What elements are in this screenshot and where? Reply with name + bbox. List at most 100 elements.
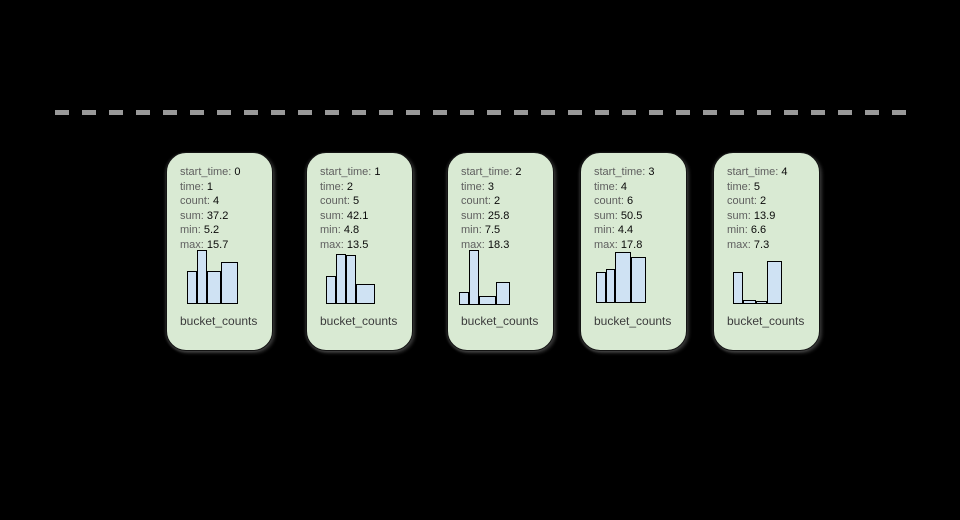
stat-value: 25.8 bbox=[487, 209, 510, 222]
stat-row: time: 1 bbox=[180, 180, 266, 195]
stat-value: 3 bbox=[648, 166, 655, 178]
histogram-bar bbox=[743, 300, 756, 304]
card-footer: bucket_counts bbox=[594, 314, 672, 328]
stat-label: start_time: bbox=[320, 166, 375, 178]
histogram-bar bbox=[606, 269, 615, 303]
stat-value: 18.3 bbox=[487, 238, 510, 251]
stat-label: min: bbox=[461, 224, 485, 236]
histogram-bar bbox=[221, 262, 238, 304]
card-footer: bucket_counts bbox=[461, 314, 539, 328]
stat-value: 15.7 bbox=[206, 238, 229, 251]
histogram-bar bbox=[767, 261, 782, 304]
stat-row: start_time: 0 bbox=[180, 165, 266, 180]
stat-value: 6.6 bbox=[750, 224, 767, 236]
stat-label: min: bbox=[727, 224, 751, 236]
histogram-bar bbox=[615, 252, 631, 303]
stat-row: count: 4 bbox=[180, 194, 266, 209]
stat-value: 4 bbox=[620, 180, 628, 193]
stat-label: count: bbox=[727, 195, 761, 207]
histogram bbox=[307, 244, 412, 304]
stat-label: time: bbox=[180, 180, 207, 193]
stat-label: max: bbox=[594, 238, 621, 251]
stat-value: 4 bbox=[781, 166, 788, 178]
histogram-bar bbox=[479, 296, 496, 305]
stat-row: count: 2 bbox=[727, 194, 813, 209]
stat-value: 50.5 bbox=[620, 209, 643, 222]
histogram bbox=[167, 244, 272, 304]
stat-label: start_time: bbox=[727, 166, 782, 178]
stat-row: max: 18.3 bbox=[461, 238, 547, 253]
stat-value: 13.9 bbox=[753, 209, 776, 222]
histogram-bar bbox=[336, 254, 346, 304]
stat-row: max: 15.7 bbox=[180, 238, 266, 253]
stat-label: time: bbox=[461, 180, 488, 193]
stat-label: time: bbox=[320, 180, 347, 193]
stat-label: count: bbox=[594, 195, 628, 207]
stat-value: 0 bbox=[234, 166, 241, 178]
histogram bbox=[714, 244, 819, 304]
histogram-bar bbox=[197, 250, 207, 304]
stat-row: time: 3 bbox=[461, 180, 547, 195]
dashed-timeline-divider bbox=[55, 110, 912, 115]
stat-label: count: bbox=[461, 195, 495, 207]
stat-row: min: 4.4 bbox=[594, 223, 680, 238]
stat-value: 2 bbox=[494, 195, 501, 207]
stat-row: time: 4 bbox=[594, 180, 680, 195]
stat-value: 4 bbox=[213, 195, 220, 207]
stat-row: time: 2 bbox=[320, 180, 406, 195]
stat-value: 4.8 bbox=[343, 224, 360, 236]
stat-value: 3 bbox=[487, 180, 495, 193]
stat-label: max: bbox=[180, 238, 207, 251]
stat-value: 6 bbox=[627, 195, 634, 207]
stat-label: sum: bbox=[320, 209, 347, 222]
stat-label: time: bbox=[727, 180, 754, 193]
stat-label: start_time: bbox=[594, 166, 649, 178]
stat-row: min: 4.8 bbox=[320, 223, 406, 238]
histogram-bar bbox=[207, 271, 221, 304]
histogram-bar bbox=[756, 301, 767, 304]
stat-row: min: 6.6 bbox=[727, 223, 813, 238]
stat-label: min: bbox=[320, 224, 344, 236]
stat-row: count: 5 bbox=[320, 194, 406, 209]
stat-label: start_time: bbox=[461, 166, 516, 178]
stat-label: max: bbox=[461, 238, 488, 251]
stat-row: sum: 42.1 bbox=[320, 209, 406, 224]
stat-row: count: 6 bbox=[594, 194, 680, 209]
histogram-bar bbox=[631, 257, 646, 303]
stat-label: sum: bbox=[594, 209, 621, 222]
stat-label: sum: bbox=[727, 209, 754, 222]
stat-value: 5 bbox=[353, 195, 360, 207]
histogram-bar bbox=[356, 284, 375, 304]
histogram-bar bbox=[733, 272, 743, 304]
stat-label: min: bbox=[180, 224, 204, 236]
stat-value: 2 bbox=[346, 180, 354, 193]
stat-row: sum: 25.8 bbox=[461, 209, 547, 224]
stat-row: max: 17.8 bbox=[594, 238, 680, 253]
stat-value: 17.8 bbox=[620, 238, 643, 251]
card-footer: bucket_counts bbox=[180, 314, 258, 328]
stat-value: 13.5 bbox=[346, 238, 369, 251]
stat-value: 5 bbox=[753, 180, 761, 193]
stat-label: max: bbox=[320, 238, 347, 251]
histogram-bar bbox=[596, 272, 606, 303]
histogram-bar bbox=[326, 276, 336, 304]
stat-label: time: bbox=[594, 180, 621, 193]
stat-value: 5.2 bbox=[203, 224, 220, 236]
stat-label: sum: bbox=[461, 209, 488, 222]
stat-row: start_time: 1 bbox=[320, 165, 406, 180]
stat-value: 2 bbox=[515, 166, 522, 178]
stat-label: count: bbox=[320, 195, 354, 207]
stat-label: count: bbox=[180, 195, 214, 207]
stat-value: 4.4 bbox=[617, 224, 634, 236]
histogram-bar bbox=[469, 250, 479, 305]
stat-value: 2 bbox=[760, 195, 767, 207]
stat-value: 7.5 bbox=[484, 224, 501, 236]
histogram-bar bbox=[346, 255, 356, 304]
stat-value: 1 bbox=[374, 166, 381, 178]
